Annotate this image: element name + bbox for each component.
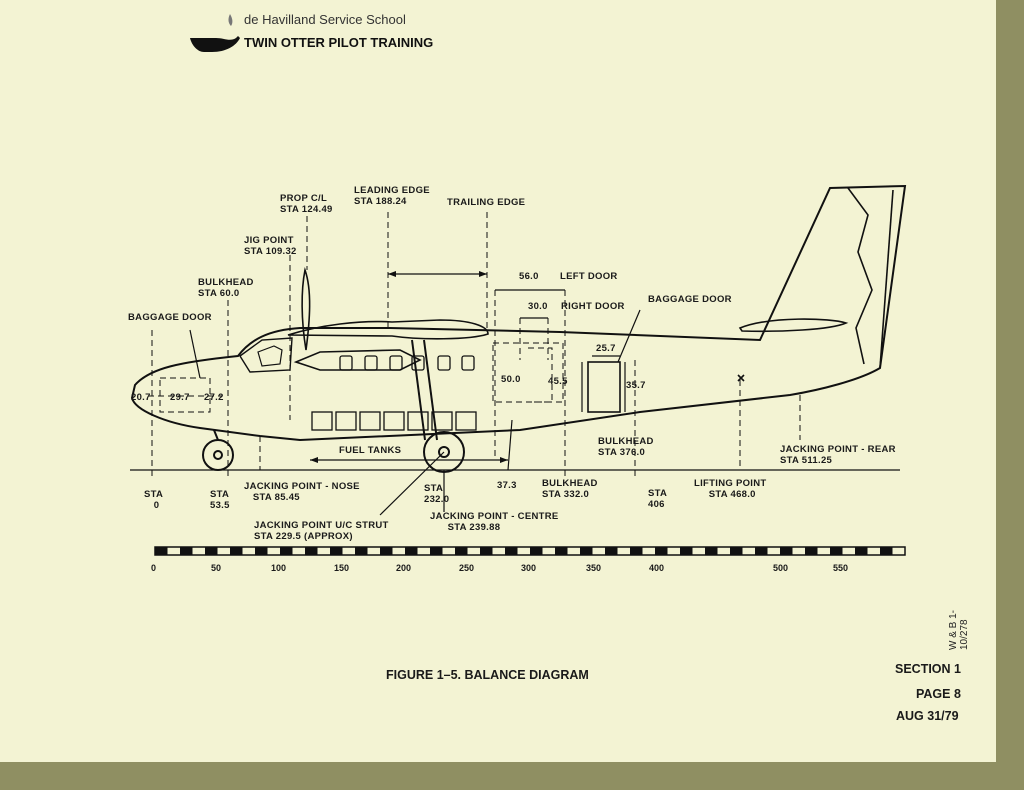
baggage-door-fwd-label: BAGGAGE DOOR — [128, 312, 212, 323]
scale-segment — [230, 547, 243, 555]
scale-segment — [405, 547, 418, 555]
section-label: SECTION 1 — [895, 662, 961, 676]
revision-date: AUG 31/79 — [896, 709, 959, 723]
lifting-point-label: LIFTING POINT STA 468.0 — [694, 478, 767, 500]
jacking-centre-label: JACKING POINT - CENTRE STA 239.88 — [430, 511, 559, 533]
scale-tick-label: 500 — [773, 563, 789, 573]
scale-tick-label: 50 — [211, 563, 222, 573]
scale-segment — [755, 547, 768, 555]
dim-29-7: 29.7 — [170, 392, 190, 403]
trailing-edge-label: TRAILING EDGE — [447, 197, 526, 208]
figure-caption: FIGURE 1–5. BALANCE DIAGRAM — [386, 668, 589, 682]
scale-segment — [480, 547, 493, 555]
scale-segment — [880, 547, 893, 555]
scale-segment — [630, 547, 643, 555]
scale-segment — [430, 547, 443, 555]
scale-segment — [455, 547, 468, 555]
right-door-dim: 30.0 — [528, 301, 548, 312]
scale-segment — [580, 547, 593, 555]
dim-27-2: 27.2 — [204, 392, 224, 403]
scale-segment — [255, 547, 268, 555]
scale-segment — [530, 547, 543, 555]
scale-segment — [680, 547, 693, 555]
dim-50-0: 50.0 — [501, 374, 521, 385]
fuel-tanks-label: FUEL TANKS — [336, 445, 405, 456]
scale-segment — [705, 547, 718, 555]
scale-tick-label: 350 — [586, 563, 602, 573]
document-page: de Havilland Service School TWIN OTTER P… — [0, 0, 996, 762]
scale-segment — [180, 547, 193, 555]
scale-segment — [555, 547, 568, 555]
right-door-label: RIGHT DOOR — [561, 301, 625, 312]
school-name: de Havilland Service School — [244, 12, 406, 27]
scale-segment — [780, 547, 793, 555]
scale-segment — [855, 547, 868, 555]
scale-segment — [205, 547, 218, 555]
aircraft-balance-drawing — [130, 184, 907, 556]
dim-37-3: 37.3 — [497, 480, 517, 491]
scale-segment — [805, 547, 818, 555]
scale-segment — [330, 547, 343, 555]
scale-segment — [505, 547, 518, 555]
baggage-door-aft-label: BAGGAGE DOOR — [648, 294, 732, 305]
side-reference: W & B 1-10/278 — [948, 609, 970, 650]
scale-segment — [280, 547, 293, 555]
dim-20-7: 20.7 — [131, 392, 151, 403]
scale-segment — [605, 547, 618, 555]
scale-segment — [380, 547, 393, 555]
scale-segment — [730, 547, 743, 555]
left-door-dim: 56.0 — [519, 271, 539, 282]
sta-0-label: STA 0 — [144, 489, 164, 511]
scale-segment — [305, 547, 318, 555]
scale-bar — [154, 546, 906, 556]
dim-25-7: 25.7 — [596, 343, 616, 354]
jacking-nose-label: JACKING POINT - NOSE STA 85.45 — [244, 481, 360, 503]
scale-segment — [655, 547, 668, 555]
scale-tick-label: 400 — [649, 563, 665, 573]
page-number: PAGE 8 — [916, 687, 961, 701]
scale-tick-label: 550 — [833, 563, 849, 573]
oil-lamp-icon — [190, 14, 240, 52]
scale-tick-label: 0 — [151, 563, 157, 573]
dim-35-7: 35.7 — [626, 380, 646, 391]
dim-45-5: 45.5 — [548, 376, 568, 387]
scale-segment — [155, 547, 168, 555]
left-door-label: LEFT DOOR — [560, 271, 618, 282]
scale-tick-label: 300 — [521, 563, 537, 573]
scale-tick-label: 200 — [396, 563, 412, 573]
course-title: TWIN OTTER PILOT TRAINING — [244, 35, 434, 50]
scale-tick-label: 100 — [271, 563, 287, 573]
scale-segment — [355, 547, 368, 555]
scale-tick-label: 150 — [334, 563, 350, 573]
scale-segment — [830, 547, 843, 555]
scale-tick-label: 250 — [459, 563, 475, 573]
